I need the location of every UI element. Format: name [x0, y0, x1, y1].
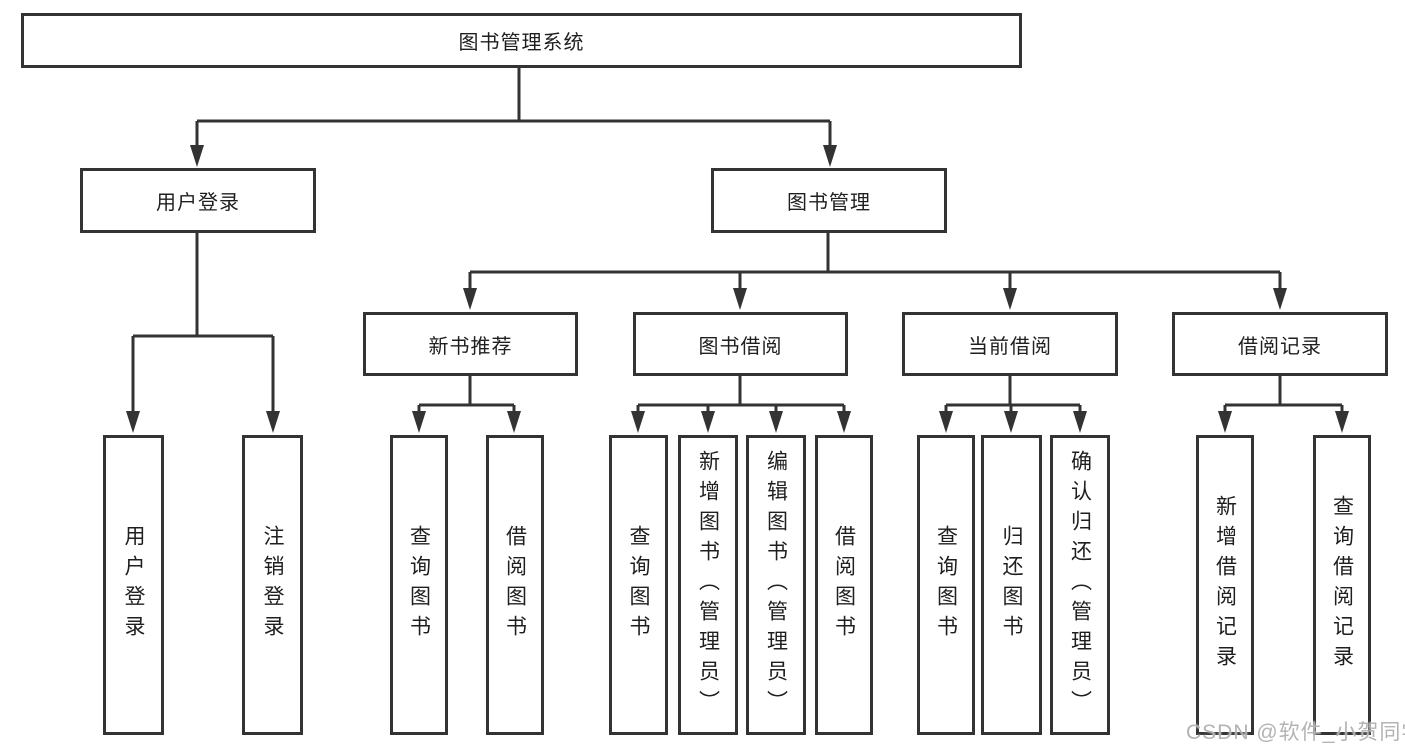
- node-label: 确认归还（管理员）: [1068, 450, 1092, 720]
- node-label: 新增图书（管理员）: [696, 450, 720, 720]
- node-label: 图书借阅: [698, 335, 783, 358]
- node-label: 当前借阅: [968, 335, 1052, 358]
- node-label: 用户登录: [156, 192, 240, 214]
- node-root: 图书管理系统: [21, 13, 1022, 68]
- node-book-borrow: 图书借阅: [633, 312, 848, 376]
- node-label: 图书管理系统: [458, 32, 585, 54]
- node-user-login: 用户登录: [80, 168, 316, 233]
- node-label: 新书推荐: [428, 335, 513, 358]
- node-label: 用户登录: [122, 525, 145, 645]
- node-new-book-recommend: 新书推荐: [363, 312, 578, 376]
- watermark: CSDN @软件_小贺同学: [1186, 721, 1405, 744]
- leaf-confirm-return-admin: 确认归还（管理员）: [1050, 435, 1110, 735]
- node-label: 图书管理: [787, 192, 871, 214]
- node-label: 借阅记录: [1238, 335, 1322, 358]
- leaf-add-book-admin: 新增图书（管理员）: [678, 435, 738, 735]
- node-label: 新增借阅记录: [1213, 495, 1237, 675]
- leaf-query-books-recommend: 查询图书: [390, 435, 448, 735]
- leaf-query-borrow-record: 查询借阅记录: [1313, 435, 1371, 735]
- node-current-borrow: 当前借阅: [902, 312, 1118, 376]
- leaf-query-books-current: 查询图书: [917, 435, 975, 735]
- leaf-query-books-borrow: 查询图书: [609, 435, 668, 735]
- leaf-return-books: 归还图书: [981, 435, 1042, 735]
- node-label: 查询图书: [934, 525, 958, 645]
- node-label: 查询图书: [627, 525, 650, 645]
- leaf-add-borrow-record: 新增借阅记录: [1196, 435, 1254, 735]
- node-label: 注销登录: [261, 525, 284, 645]
- node-borrow-records: 借阅记录: [1172, 312, 1388, 376]
- node-label: 借阅图书: [503, 525, 527, 645]
- leaf-borrow-books-recommend: 借阅图书: [486, 435, 544, 735]
- node-label: 查询借阅记录: [1330, 495, 1354, 675]
- leaf-borrow-books: 借阅图书: [815, 435, 873, 735]
- leaf-edit-book-admin: 编辑图书（管理员）: [746, 435, 806, 735]
- node-book-management: 图书管理: [711, 168, 947, 233]
- arrowheads: [126, 145, 1349, 433]
- node-label: 归还图书: [1000, 525, 1023, 645]
- leaf-logout: 注销登录: [242, 435, 303, 735]
- node-label: 查询图书: [407, 525, 431, 645]
- node-label: 借阅图书: [832, 525, 856, 645]
- node-label: 编辑图书（管理员）: [764, 450, 788, 720]
- leaf-user-login: 用户登录: [103, 435, 164, 735]
